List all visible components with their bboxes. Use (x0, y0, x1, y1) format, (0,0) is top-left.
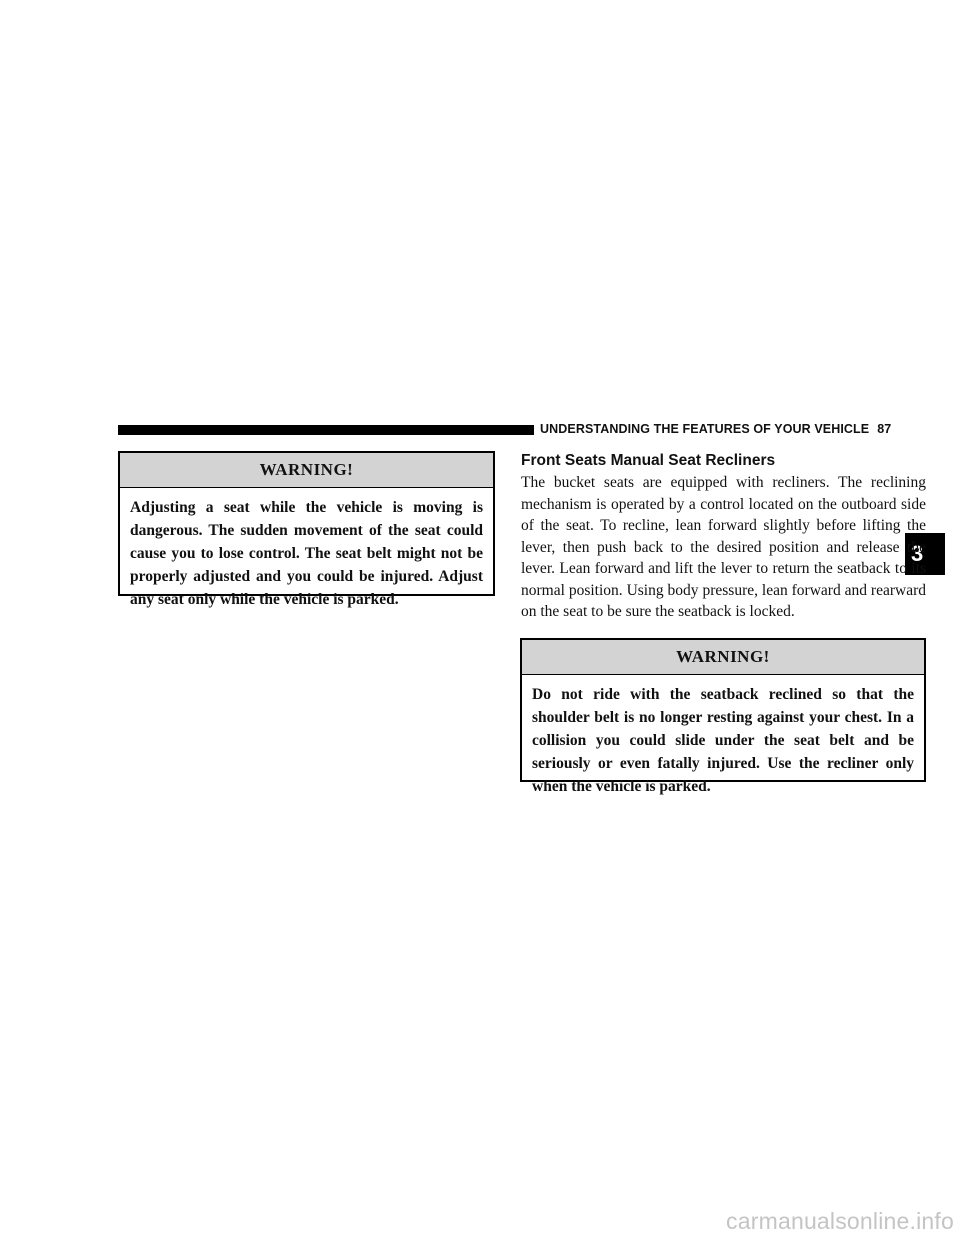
warning-heading: WARNING! (522, 640, 924, 675)
watermark: carmanualsonline.info (726, 1208, 954, 1234)
warning-box-seat-adjust: WARNING! Adjusting a seat while the vehi… (118, 451, 495, 608)
header-rule (118, 425, 534, 435)
page-number: 87 (877, 422, 892, 436)
section-body: The bucket seats are equipped with recli… (521, 474, 926, 620)
warning-heading: WARNING! (120, 453, 493, 488)
section-heading: Front Seats Manual Seat Recliners (521, 452, 776, 469)
warning-text: Adjusting a seat while the vehicle is mo… (130, 499, 483, 608)
chapter-tab: 3 (905, 533, 945, 575)
warning-box-recliner: WARNING! Do not ride with the seatback r… (520, 638, 926, 795)
warning-text: Do not ride with the seatback reclined s… (532, 686, 914, 795)
header-title: UNDERSTANDING THE FEATURES OF YOUR VEHIC… (540, 422, 870, 436)
running-header: UNDERSTANDING THE FEATURES OF YOUR VEHIC… (540, 422, 891, 436)
